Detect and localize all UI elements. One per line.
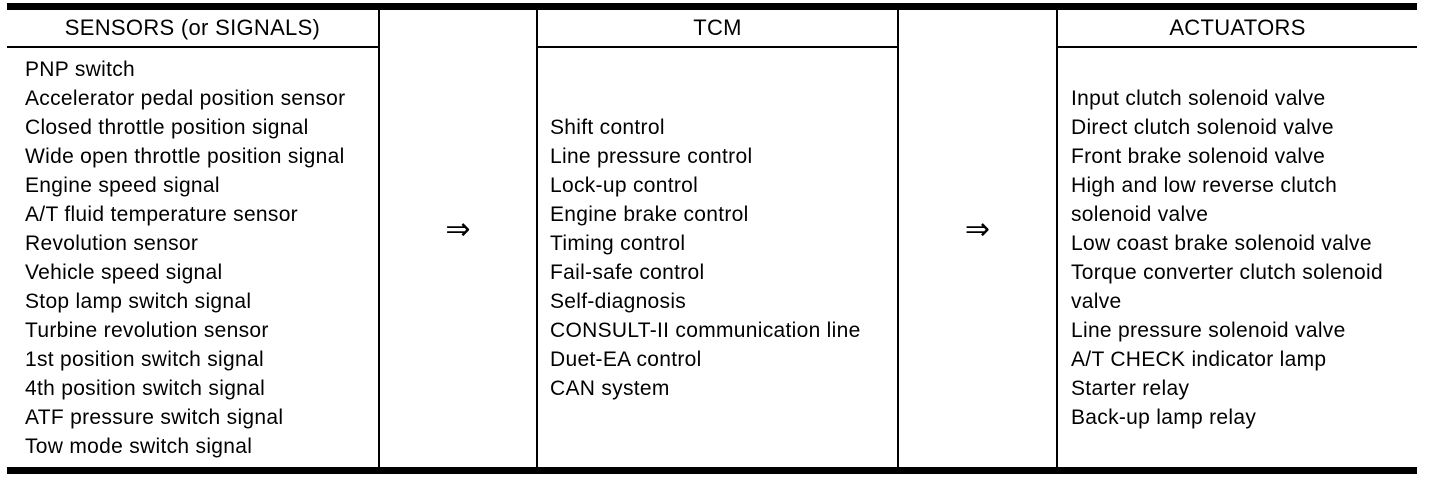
tcm-function-item: Self-diagnosis <box>550 289 687 313</box>
diagram-grid: SENSORS (or SIGNALS) PNP switch Accelera… <box>7 10 1417 467</box>
sensor-item: ATF pressure switch signal <box>25 405 284 429</box>
sensor-item: Wide open throttle position signal <box>25 144 345 168</box>
actuators-list: Input clutch solenoid valve Direct clutc… <box>1058 48 1417 467</box>
column-actuators: ACTUATORS Input clutch solenoid valve Di… <box>1056 10 1417 467</box>
actuator-item-wrap: solenoid valve <box>1071 202 1209 226</box>
sensor-item: A/T fluid temperature sensor <box>25 202 298 226</box>
sensors-list: PNP switch Accelerator pedal position se… <box>7 48 378 467</box>
column-tcm: TCM Shift control Line pressure control … <box>536 10 899 467</box>
rightwards-double-arrow-icon: ⇒ <box>964 211 991 247</box>
actuator-item: Low coast brake solenoid valve <box>1071 231 1372 255</box>
tcm-column-header: TCM <box>538 10 897 48</box>
actuator-item: Starter relay <box>1071 376 1190 400</box>
tcm-function-item: Duet-EA control <box>550 347 702 371</box>
sensors-to-tcm-gap: ⇒ <box>380 10 536 467</box>
column-sensors: SENSORS (or SIGNALS) PNP switch Accelera… <box>7 10 380 467</box>
actuator-item: Front brake solenoid valve <box>1071 144 1326 168</box>
tcm-function-item: CAN system <box>550 376 670 400</box>
sensor-item: Tow mode switch signal <box>25 434 253 458</box>
tcm-function-item: Line pressure control <box>550 144 753 168</box>
tcm-to-actuators-gap: ⇒ <box>899 10 1056 467</box>
actuator-item: Back-up lamp relay <box>1071 405 1257 429</box>
sensor-item: Revolution sensor <box>25 231 199 255</box>
sensor-item: 4th position switch signal <box>25 376 266 400</box>
sensors-column-header: SENSORS (or SIGNALS) <box>7 10 378 48</box>
top-rule <box>7 3 1417 10</box>
bottom-rule <box>7 467 1417 474</box>
actuators-column-header: ACTUATORS <box>1058 10 1417 48</box>
sensor-item: Engine speed signal <box>25 173 220 197</box>
tcm-function-item: Lock-up control <box>550 173 699 197</box>
actuator-item: Input clutch solenoid valve <box>1071 86 1326 110</box>
tcm-function-item: Shift control <box>550 115 665 139</box>
sensor-item: Vehicle speed signal <box>25 260 223 284</box>
actuator-item-wrap: valve <box>1071 289 1122 313</box>
tcm-function-list: Shift control Line pressure control Lock… <box>538 48 897 467</box>
tcm-function-item: Fail-safe control <box>550 260 705 284</box>
sensor-item: Accelerator pedal position sensor <box>25 86 346 110</box>
tcm-function-item: CONSULT-II communication line <box>550 318 861 342</box>
actuator-item: Line pressure solenoid valve <box>1071 318 1346 342</box>
actuator-item: A/T CHECK indicator lamp <box>1071 347 1327 371</box>
actuator-item: High and low reverse clutch <box>1071 173 1338 197</box>
sensor-item: 1st position switch signal <box>25 347 264 371</box>
tcm-function-item: Engine brake control <box>550 202 749 226</box>
sensor-item: Turbine revolution sensor <box>25 318 269 342</box>
tcm-function-item: Timing control <box>550 231 686 255</box>
actuator-item: Direct clutch solenoid valve <box>1071 115 1334 139</box>
actuator-item: Torque converter clutch solenoid <box>1071 260 1383 284</box>
sensor-item: PNP switch <box>25 57 135 81</box>
sensor-item: Closed throttle position signal <box>25 115 309 139</box>
rightwards-double-arrow-icon: ⇒ <box>445 211 471 247</box>
sensor-item: Stop lamp switch signal <box>25 289 252 313</box>
